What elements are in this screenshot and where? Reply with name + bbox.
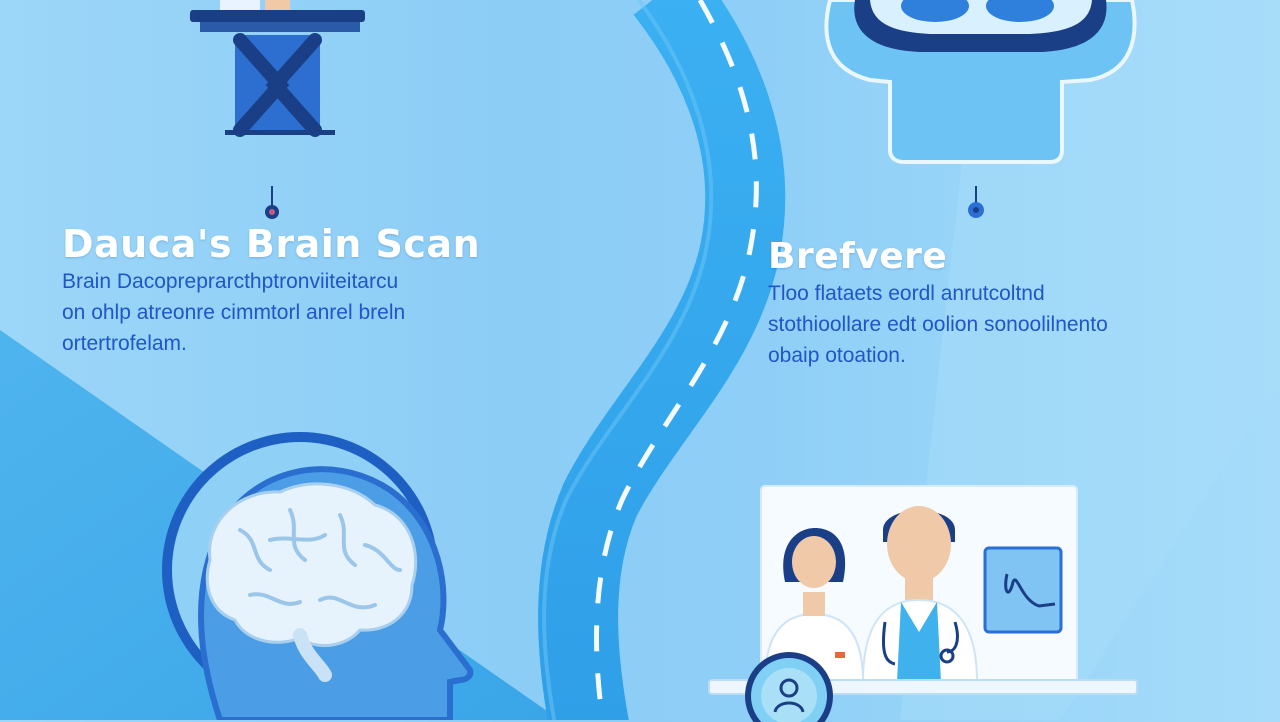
- left-section-title: Dauca's Brain Scan: [62, 222, 481, 266]
- scanner-illustration: [824, 0, 1137, 164]
- road-center-dashes: [594, 0, 759, 720]
- doctors-consultation-illustration: [708, 485, 1138, 722]
- road: [538, 0, 786, 720]
- left-description-line: ortertrofelam.: [62, 332, 187, 355]
- right-section-title: Brefvere: [768, 236, 948, 277]
- head-brain-illustration: [162, 432, 474, 720]
- right-description-line: stothioollare edt oolion sonoolilnento: [768, 313, 1108, 336]
- user-avatar-icon: [745, 652, 833, 722]
- right-description-line: Tloo flataets eordl anrutcoltnd: [768, 282, 1045, 305]
- brain-icon: [205, 482, 418, 682]
- desk-figure-illustration: [190, 0, 365, 137]
- left-description-line: Brain Dacopreprarcthptronviiteitarcu: [62, 270, 399, 293]
- location-pin-icon-left: [265, 186, 279, 219]
- right-description-line: obaip otoation.: [768, 344, 906, 367]
- location-pin-icon-right: [968, 186, 984, 218]
- right-section-description: Tloo flataets eordl anrutcoltnd stothioo…: [768, 278, 1108, 371]
- left-section-description: Brain Dacopreprarcthptronviiteitarcu on …: [62, 266, 405, 359]
- road-edge: [542, 0, 714, 720]
- male-doctor-icon: [861, 506, 979, 683]
- left-description-line: on ohlp atreonre cimmtorl anrel breln: [62, 301, 406, 324]
